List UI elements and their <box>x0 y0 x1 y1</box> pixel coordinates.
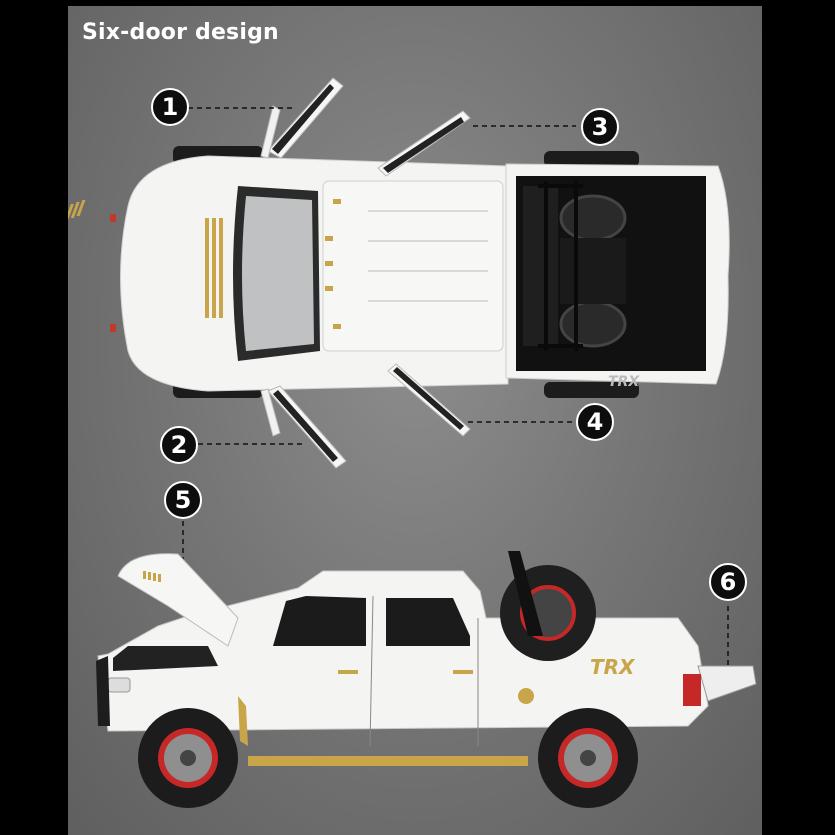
rear-wheel <box>538 708 638 808</box>
product-panel: Six-door design <box>68 6 762 835</box>
top-view-truck: TRX <box>68 77 730 469</box>
front-wheel <box>138 708 238 808</box>
top-trx-badge: TRX <box>608 374 640 390</box>
headline: Six-door design <box>82 20 279 45</box>
callout-5: 5 <box>164 481 202 519</box>
callout-2: 2 <box>160 426 198 464</box>
callout-1: 1 <box>151 88 189 126</box>
callout-3: 3 <box>581 108 619 146</box>
side-trx-badge: TRX <box>590 655 636 679</box>
callout-4: 4 <box>576 403 614 441</box>
truck-illustration: TRX <box>68 77 757 808</box>
side-view-truck: TRX <box>96 551 757 808</box>
leader-lines <box>182 107 729 671</box>
callout-6: 6 <box>709 563 747 601</box>
